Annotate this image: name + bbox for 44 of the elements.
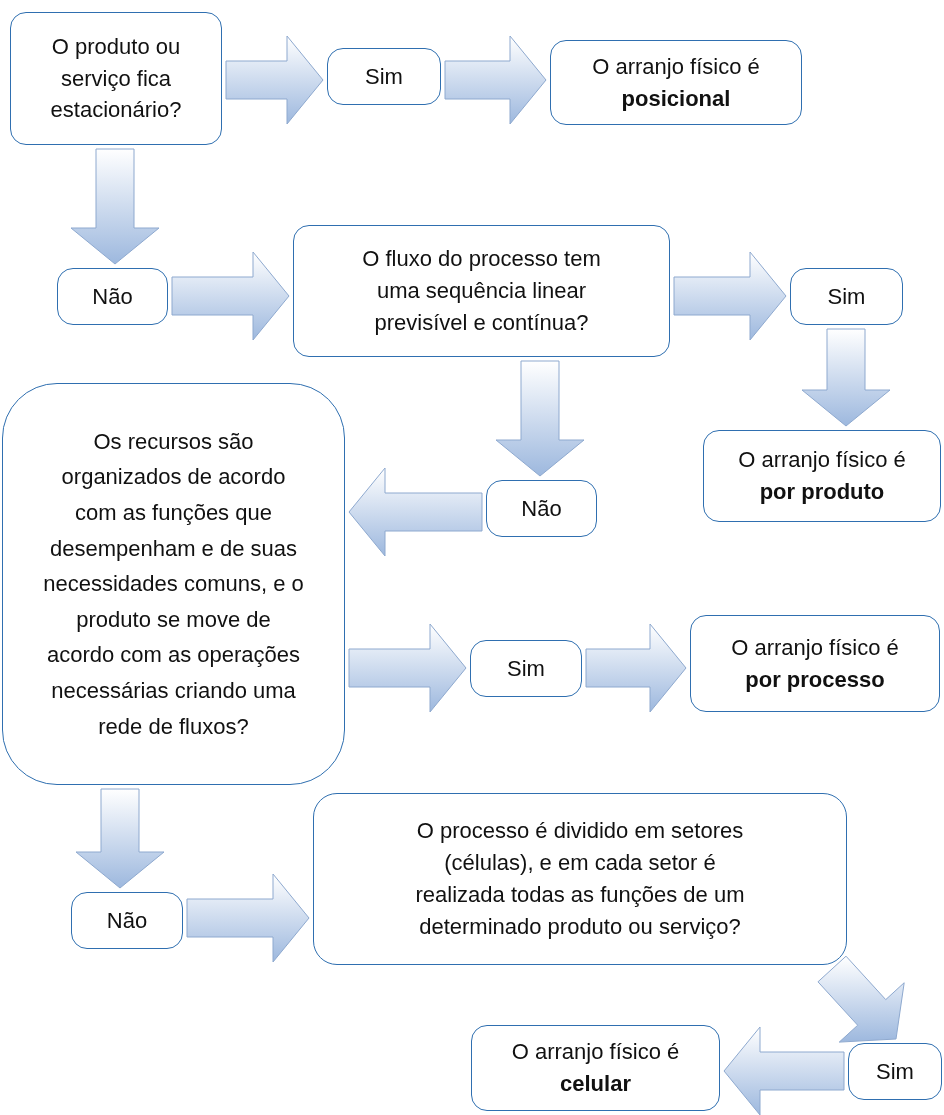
choice-box: [486, 480, 597, 537]
node-text: Sim: [876, 1057, 914, 1086]
node-text: Os recursos são organizados de acordo com as funções que desempenham e de suas necessidades comuns, e o produto se move de acordo com as operações necessárias criando uma rede de fluxos?: [43, 427, 304, 741]
choice-box: [470, 640, 582, 697]
block-arrow: [673, 251, 787, 341]
node-text: O processo é dividido em setores (células), e em cada setor é realizada todas as funções de um determinado produto ou serviço?: [414, 817, 746, 941]
block-arrow: [348, 623, 467, 713]
node-text: O fluxo do processo tem uma sequência linear previsível e contínua?: [361, 245, 602, 337]
node-text: Não: [92, 282, 133, 311]
decision-box: [313, 793, 847, 965]
block-arrow: [585, 623, 687, 713]
choice-box: [327, 48, 441, 105]
node-text: Sim: [827, 282, 866, 311]
choice-box: [790, 268, 903, 325]
block-arrow: [171, 251, 290, 341]
node-text: Sim: [507, 654, 545, 683]
result-box: [690, 615, 940, 712]
block-arrow: [723, 1026, 845, 1115]
node-text: Não: [106, 906, 148, 935]
block-arrow: [817, 955, 905, 1043]
block-arrow: [70, 148, 160, 265]
block-arrow: [348, 467, 483, 557]
node-text: Sim: [365, 62, 403, 91]
node-text: O arranjo físico é posicional: [591, 52, 761, 113]
decision-box: [293, 225, 670, 357]
block-arrow: [186, 873, 310, 963]
block-arrow: [495, 360, 585, 477]
choice-box: [71, 892, 183, 949]
node-text: O arranjo físico é por produto: [737, 446, 907, 506]
choice-box: [57, 268, 168, 325]
block-arrow: [75, 788, 165, 889]
node-text: O arranjo físico é celular: [510, 1038, 681, 1098]
decision-box: [2, 383, 345, 785]
block-arrow: [225, 35, 324, 125]
block-arrow: [444, 35, 547, 125]
node-text: Não: [521, 494, 562, 523]
node-text: O arranjo físico é por processo: [730, 633, 900, 694]
result-box: [471, 1025, 720, 1111]
decision-box: [10, 12, 222, 145]
result-box: [550, 40, 802, 125]
block-arrow: [801, 328, 891, 427]
choice-box: [848, 1043, 942, 1100]
node-text: O produto ou serviço fica estacionário?: [49, 32, 183, 125]
result-box: [703, 430, 941, 522]
